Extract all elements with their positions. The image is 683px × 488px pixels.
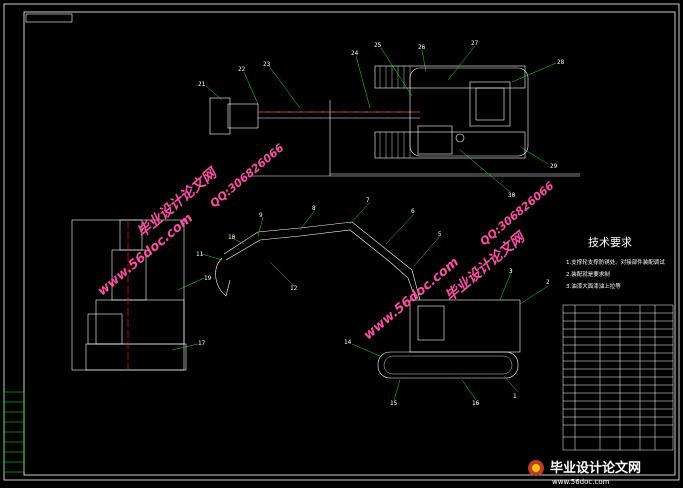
leader-23: 23 xyxy=(263,61,271,68)
leader-17: 17 xyxy=(198,340,206,347)
leader-7: 7 xyxy=(366,197,370,204)
leader-16: 16 xyxy=(472,400,480,407)
tech-item-2: 2.装配就是要求制 xyxy=(566,270,610,278)
side-view-leaders xyxy=(201,201,549,401)
footer-url: www.56doc.com xyxy=(552,478,610,486)
leader-9: 9 xyxy=(259,212,263,219)
top-view xyxy=(209,65,580,177)
watermark-qq-left: QQ:306826066 xyxy=(208,141,287,210)
leader-2: 2 xyxy=(546,279,550,286)
parts-list-table xyxy=(562,304,674,451)
leader-30: 30 xyxy=(508,192,516,199)
tech-item-3: 3.油漆大面漆油上拉等 xyxy=(566,282,621,290)
watermark-group-right: www.56doc.com 毕业设计论文网 QQ:306826066 xyxy=(361,179,557,343)
footer-logo: 毕业设计论文网 www.56doc.com xyxy=(528,460,641,486)
leader-3: 3 xyxy=(509,268,513,275)
inner-frame xyxy=(23,11,676,476)
leader-14: 14 xyxy=(344,339,352,346)
leader-26: 26 xyxy=(418,44,426,51)
leader-24: 24 xyxy=(351,50,359,57)
tech-title: 技术要求 xyxy=(588,236,632,249)
leader-28: 28 xyxy=(557,59,565,66)
leader-15: 15 xyxy=(390,400,398,407)
leader-10: 10 xyxy=(228,234,236,241)
leader-29: 29 xyxy=(550,163,558,170)
leader-27: 27 xyxy=(471,40,479,47)
leader-5: 5 xyxy=(438,231,442,238)
leader-11: 11 xyxy=(196,251,204,258)
leader-1: 1 xyxy=(513,393,517,400)
side-view xyxy=(215,221,521,379)
left-margin-strip xyxy=(3,391,25,473)
tech-item-1: 1.支撑轮支撑防锈处、对接部件装配调试 xyxy=(566,258,665,266)
leader-21: 21 xyxy=(198,81,206,88)
footer-brand: 毕业设计论文网 xyxy=(550,460,641,476)
front-view xyxy=(71,219,187,371)
side-view-leader-labels: 1 2 3 5 6 7 8 9 10 11 12 14 15 16 xyxy=(196,197,550,407)
leader-19: 19 xyxy=(204,275,212,282)
leader-22: 22 xyxy=(238,66,246,73)
front-view-leader xyxy=(171,277,205,351)
top-view-leader-labels: 21 22 23 24 25 26 27 28 29 30 xyxy=(198,40,565,199)
top-view-leaders xyxy=(205,45,557,193)
leader-8: 8 xyxy=(312,205,316,212)
leader-6: 6 xyxy=(411,208,415,215)
tech-requirements: 技术要求 1.支撑轮支撑防锈处、对接部件装配调试 2.装配就是要求制 3.油漆大… xyxy=(566,236,665,290)
leader-25: 25 xyxy=(374,42,382,49)
outer-frame xyxy=(3,3,680,481)
title-tab xyxy=(25,13,73,23)
leader-12: 12 xyxy=(290,285,298,292)
